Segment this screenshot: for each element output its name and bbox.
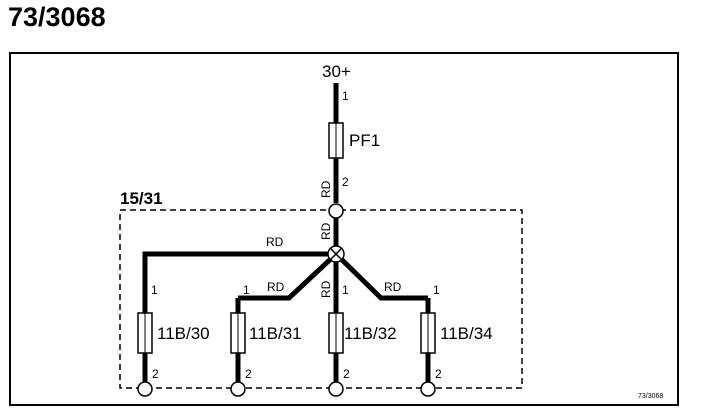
pin-dot: [142, 295, 148, 301]
fuse-pin-top: 1: [151, 283, 158, 297]
pin-dot: [235, 367, 241, 373]
fuse-pin-bottom: 2: [152, 367, 159, 381]
pin-dot: [333, 100, 339, 106]
fuse-pin-bottom: 2: [435, 367, 442, 381]
main-fuse-pin-bottom: 2: [342, 175, 349, 189]
fuse-pin-bottom: 2: [245, 367, 252, 381]
connector-terminal: [230, 381, 246, 397]
connector-terminal: [328, 381, 344, 397]
connector-terminal: [420, 381, 436, 397]
fuse-pin-top: 1: [243, 283, 250, 297]
fuse-11b31: 1 11B/31 2: [230, 283, 302, 397]
wire-color-label: RD: [266, 235, 284, 249]
group-box: [119, 209, 523, 389]
pin-dot: [333, 367, 339, 373]
fuse-label: 11B/34: [440, 324, 493, 343]
wire-color-label: RD: [319, 180, 333, 198]
fuse-pin-top: 1: [433, 283, 440, 297]
pin-dot: [333, 287, 339, 293]
branch-wire-11b34: [334, 252, 428, 301]
wire-color-label: RD: [319, 280, 333, 298]
pin-dot: [425, 299, 431, 305]
diagram-frame: [9, 52, 679, 406]
page-title: 73/3068: [8, 2, 106, 32]
branch-wire-11b31: [238, 252, 338, 301]
wire-color-label: RD: [384, 280, 402, 294]
main-fuse-label: PF1: [349, 131, 380, 150]
connector-terminal: [137, 381, 153, 397]
wire-color-label: RD: [267, 280, 285, 294]
branch-wire-11b30: [142, 251, 336, 290]
pin-dot: [333, 179, 339, 185]
fuse-pin-top: 1: [342, 283, 349, 297]
splice-cross: [329, 247, 343, 261]
main-fuse-pin-top: 1: [342, 89, 349, 103]
fuse-label: 11B/30: [157, 324, 210, 343]
pin-dot: [142, 367, 148, 373]
fuse-label: 11B/31: [249, 324, 302, 343]
connector-terminal: [328, 203, 344, 219]
pin-dot: [425, 367, 431, 373]
fuse-11b30: 1 11B/30 2: [137, 283, 210, 397]
fuse-11b32: 1 11B/32 2: [328, 283, 397, 397]
fuse-pin-bottom: 2: [343, 367, 350, 381]
fuse-label: 11B/32: [344, 324, 397, 343]
supply-label: 30+: [322, 62, 351, 81]
pin-dot: [235, 299, 241, 305]
wire-color-label: RD: [319, 222, 333, 240]
group-label: 15/31: [120, 189, 163, 208]
figure-code: 73/3068: [638, 393, 663, 400]
fuse-11b34: 1 11B/34 2: [420, 283, 493, 397]
